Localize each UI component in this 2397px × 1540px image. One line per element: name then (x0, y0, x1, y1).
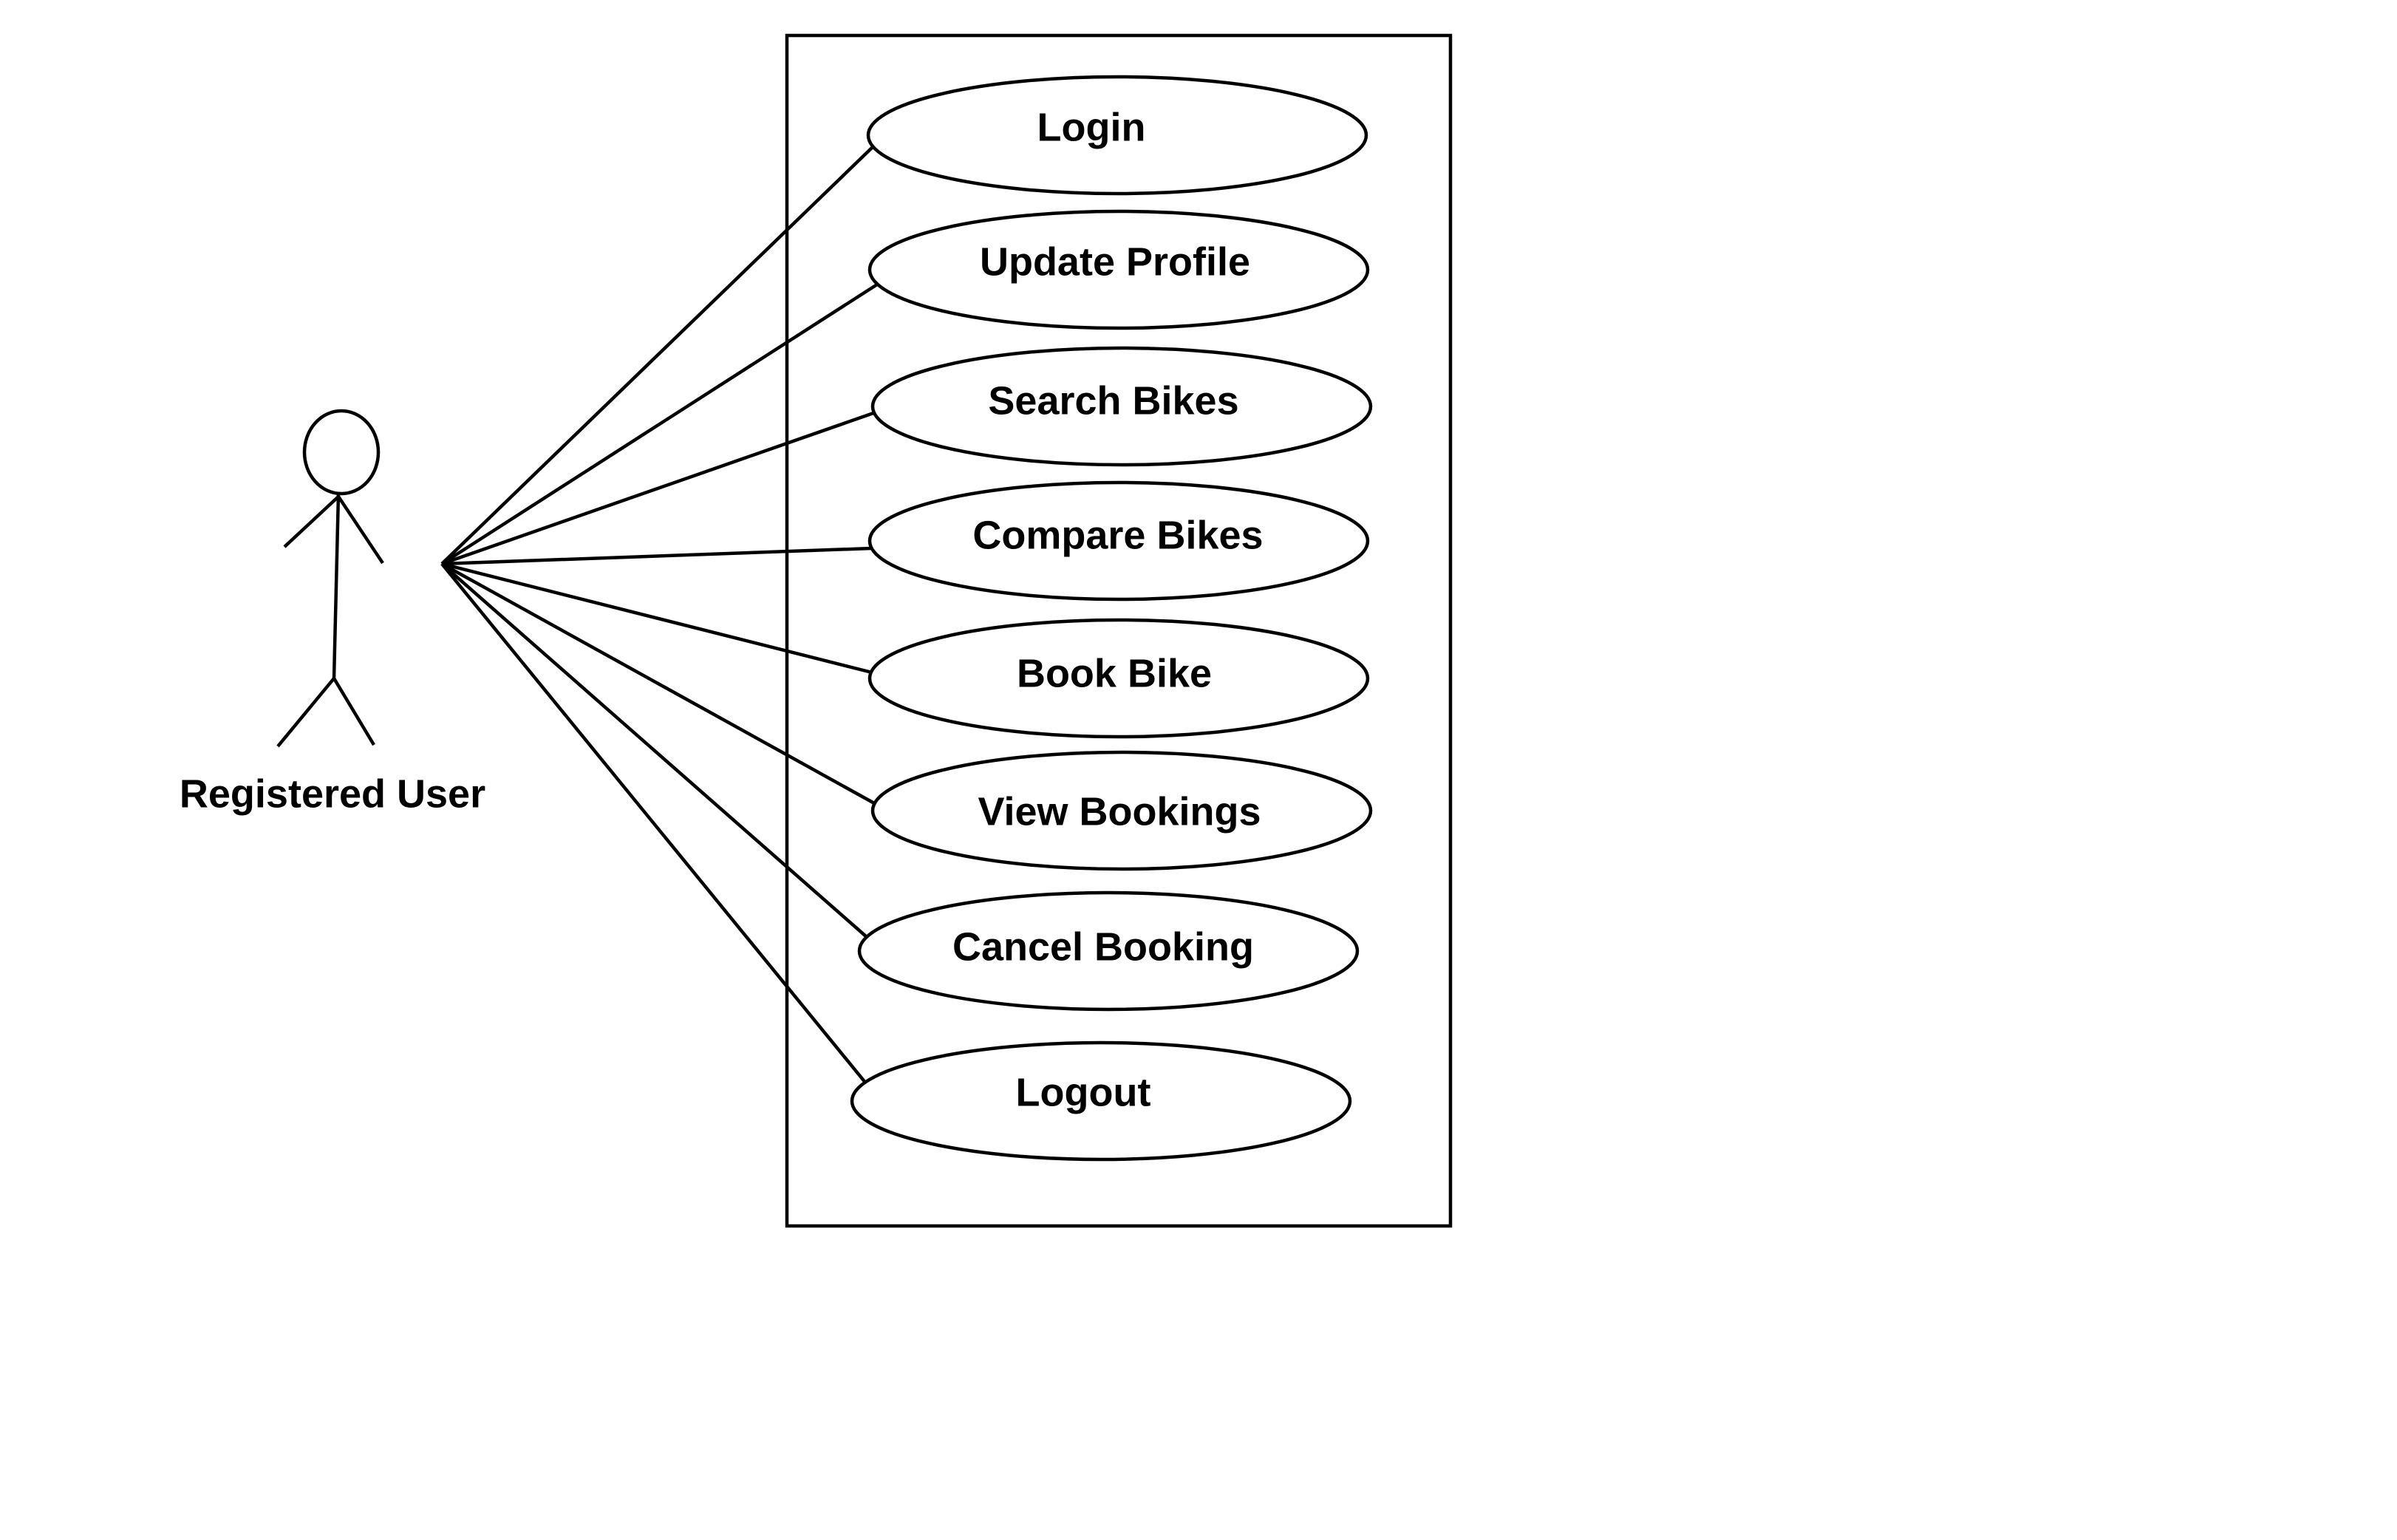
use-case-compare-bikes: Compare Bikes (867, 480, 1370, 602)
use-case-ellipse (870, 346, 1373, 467)
use-case-label: View Bookings (978, 789, 1261, 834)
association-search-bikes (441, 410, 876, 566)
association-view-bookings (440, 562, 877, 805)
actor-name: Registered User (180, 771, 485, 816)
use-case-view-bookings: View Bookings (870, 750, 1373, 871)
use-case-ellipse (867, 209, 1370, 330)
actor-right-leg (333, 677, 375, 746)
stick-figure-icon (276, 409, 384, 748)
association-login (440, 146, 873, 565)
association-cancel-booking (440, 562, 868, 938)
actor-head (302, 409, 381, 496)
use-case-label: Cancel Booking (952, 924, 1254, 969)
use-case-label: Book Bike (1017, 651, 1212, 695)
association-lines (440, 146, 879, 1085)
association-compare-bikes (441, 546, 873, 566)
association-logout (440, 562, 867, 1085)
use-case-ellipse (867, 618, 1370, 739)
use-case-ellipse (857, 890, 1360, 1012)
actor-left-leg (276, 677, 335, 748)
use-case-search-bikes: Search Bikes (870, 346, 1373, 467)
association-book-bike (441, 562, 873, 675)
use-case-label: Update Profile (980, 239, 1250, 284)
association-update-profile (440, 283, 879, 565)
use-case-update-profile: Update Profile (867, 209, 1370, 330)
use-case-label: Compare Bikes (972, 513, 1263, 557)
use-case-book-bike: Book Bike (867, 618, 1370, 739)
use-case-label: Logout (1016, 1070, 1151, 1114)
use-case-ellipse (867, 480, 1370, 602)
use-case-ellipse (866, 75, 1368, 196)
system-boundary (785, 33, 1453, 1228)
use-case-ellipse (870, 750, 1373, 871)
use-case-login: Login (866, 75, 1368, 196)
actor-left-arm (283, 495, 340, 548)
actor-right-arm (337, 495, 384, 565)
use-case-cancel-booking: Cancel Booking (857, 890, 1360, 1012)
use-case-label: Login (1037, 105, 1146, 149)
use-case-ellipse (850, 1040, 1352, 1162)
use-case-logout: Logout (850, 1040, 1352, 1162)
actor-body (332, 493, 341, 679)
use-case-label: Search Bikes (988, 378, 1238, 423)
